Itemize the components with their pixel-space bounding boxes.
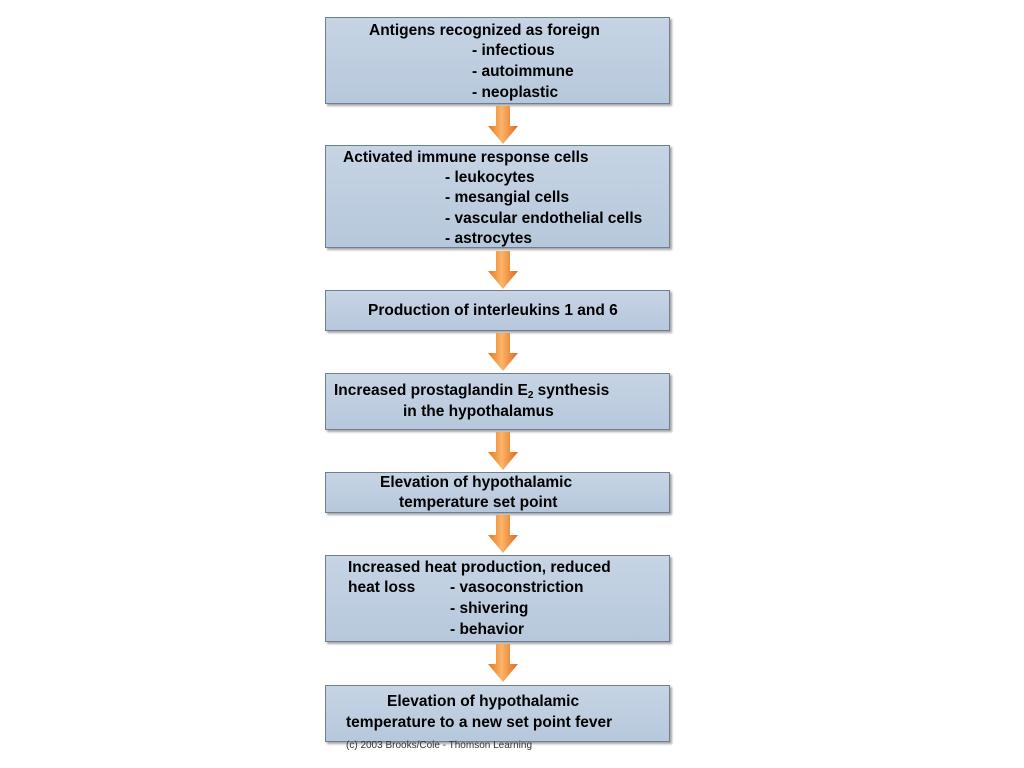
- down-arrow-icon: [488, 432, 518, 470]
- copyright-credit: (c) 2003 Brooks/Cole - Thomson Learning: [346, 740, 533, 751]
- step-prostaglandin-subscript: 2: [527, 390, 534, 401]
- step-immune-cells-item: - leukocytes: [445, 169, 535, 186]
- step-fever-line1: Elevation of hypothalamic: [387, 693, 580, 710]
- step-immune-cells-item: - astrocytes: [445, 230, 533, 247]
- step-prostaglandin-line1: Increased prostaglandin E2 synthesis: [334, 381, 609, 401]
- step-fever-box: Elevation of hypothalamic temperature to…: [325, 685, 670, 742]
- step-interleukins-title: Production of interleukins 1 and 6: [368, 302, 618, 319]
- step-prostaglandin-box: Increased prostaglandin E2 synthesis in …: [325, 373, 670, 430]
- step-immune-cells-box: Activated immune response cells - leukoc…: [325, 145, 670, 248]
- down-arrow-icon: [488, 515, 518, 553]
- step-immune-cells-item: - mesangial cells: [445, 189, 570, 206]
- step-antigens-item: - infectious: [472, 42, 555, 59]
- step-prostaglandin-text: Increased prostaglandin E: [334, 382, 528, 399]
- down-arrow-icon: [488, 251, 518, 289]
- step-heat-production-label: heat loss: [348, 579, 416, 596]
- step-immune-cells-item: - vascular endothelial cells: [445, 210, 643, 227]
- step-antigens-item: - autoimmune: [472, 63, 574, 80]
- step-antigens-box: Antigens recognized as foreign - infecti…: [325, 17, 670, 104]
- step-prostaglandin-line2: in the hypothalamus: [403, 403, 554, 420]
- down-arrow-icon: [488, 106, 518, 144]
- step-heat-production-line1: Increased heat production, reduced: [348, 559, 611, 576]
- step-heat-production-item: - shivering: [450, 600, 529, 617]
- step-set-point-box: Elevation of hypothalamic temperature se…: [325, 472, 670, 513]
- down-arrow-icon: [488, 644, 518, 682]
- step-immune-cells-title: Activated immune response cells: [343, 149, 589, 166]
- step-heat-production-box: Increased heat production, reduced heat …: [325, 555, 670, 642]
- step-set-point-line2: temperature set point: [399, 494, 558, 511]
- step-set-point-line1: Elevation of hypothalamic: [380, 474, 573, 491]
- step-heat-production-item: - behavior: [450, 621, 525, 638]
- step-heat-production-item: - vasoconstriction: [450, 579, 584, 596]
- step-interleukins-box: Production of interleukins 1 and 6: [325, 290, 670, 331]
- step-fever-line2: temperature to a new set point fever: [346, 714, 613, 731]
- down-arrow-icon: [488, 333, 518, 371]
- step-antigens-title: Antigens recognized as foreign: [369, 22, 600, 39]
- step-antigens-item: - neoplastic: [472, 84, 559, 101]
- step-prostaglandin-text-end: synthesis: [533, 382, 610, 399]
